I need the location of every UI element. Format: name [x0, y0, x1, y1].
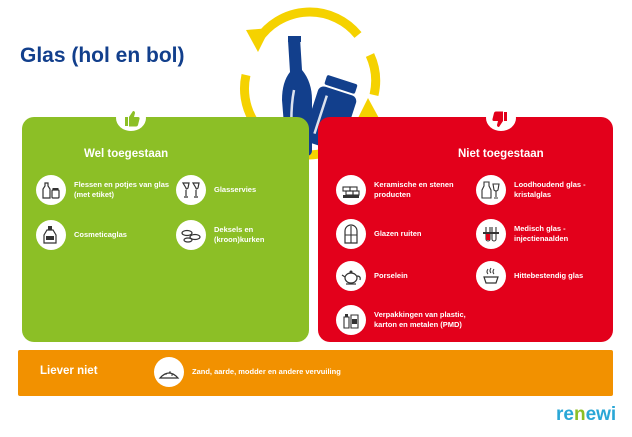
item-label: Keramische en stenen producten — [374, 179, 454, 199]
lids-caps-icon — [176, 220, 206, 250]
wine-glasses-icon — [176, 175, 206, 205]
not-allowed-panel: Niet toegestaan Keramische en stenen pro… — [318, 105, 613, 342]
renewi-logo: renewi — [556, 404, 617, 425]
item-label: Loodhoudend glas - kristalglas — [514, 179, 586, 199]
item-label: Hittebestendig glas — [514, 270, 584, 280]
window-icon — [336, 219, 366, 249]
list-item: Loodhoudend glas - kristalglas — [476, 175, 608, 205]
sand-pile-icon — [154, 357, 184, 387]
item-label: Deksels en (kroon)kurken — [214, 224, 265, 244]
list-item: Glasservies — [176, 175, 301, 205]
rather-not-heading: Liever niet — [40, 365, 98, 377]
page-title: Glas (hol en bol) — [20, 44, 185, 67]
item-label: Glazen ruiten — [374, 228, 422, 238]
item-label: Porselein — [374, 270, 408, 280]
cosmetic-bottle-icon — [36, 220, 66, 250]
list-item: Hittebestendig glas — [476, 261, 608, 291]
list-item: Flessen en potjes van glas (met etiket) — [36, 175, 171, 205]
list-item: Deksels en (kroon)kurken — [176, 220, 301, 250]
test-tubes-icon — [476, 219, 506, 249]
list-item: Verpakkingen van plastic, karton en meta… — [336, 305, 476, 335]
item-label: Verpakkingen van plastic, karton en meta… — [374, 309, 466, 329]
item-label: Zand, aarde, modder en andere vervuiling — [192, 366, 341, 376]
teapot-icon — [336, 261, 366, 291]
thumbs-up-badge — [116, 105, 146, 131]
packaging-icon — [336, 305, 366, 335]
list-item: Porselein — [336, 261, 468, 291]
list-item: Cosmeticaglas — [36, 220, 171, 250]
list-item: Keramische en stenen producten — [336, 175, 468, 205]
not-allowed-heading: Niet toegestaan — [458, 148, 544, 160]
item-label: Cosmeticaglas — [74, 229, 127, 239]
item-label: Flessen en potjes van glas (met etiket) — [74, 179, 170, 199]
bricks-icon — [336, 175, 366, 205]
list-item: Glazen ruiten — [336, 219, 468, 249]
allowed-heading: Wel toegestaan — [84, 148, 169, 160]
thumbs-down-icon — [492, 111, 507, 127]
crystal-glass-icon — [476, 175, 506, 205]
item-label: Glasservies — [214, 184, 257, 194]
item-label: Medisch glas - injectienaalden — [514, 223, 569, 243]
thumbs-up-icon — [125, 111, 140, 127]
list-item: Zand, aarde, modder en andere vervuiling — [154, 357, 454, 387]
allowed-panel: Wel toegestaan Flessen en potjes van gla… — [22, 105, 309, 342]
rather-not-panel: Liever niet Zand, aarde, modder en ander… — [18, 350, 613, 396]
oven-dish-icon — [476, 261, 506, 291]
thumbs-down-badge — [486, 105, 516, 131]
list-item: Medisch glas - injectienaalden — [476, 219, 608, 249]
bottle-jar-icon — [36, 175, 66, 205]
